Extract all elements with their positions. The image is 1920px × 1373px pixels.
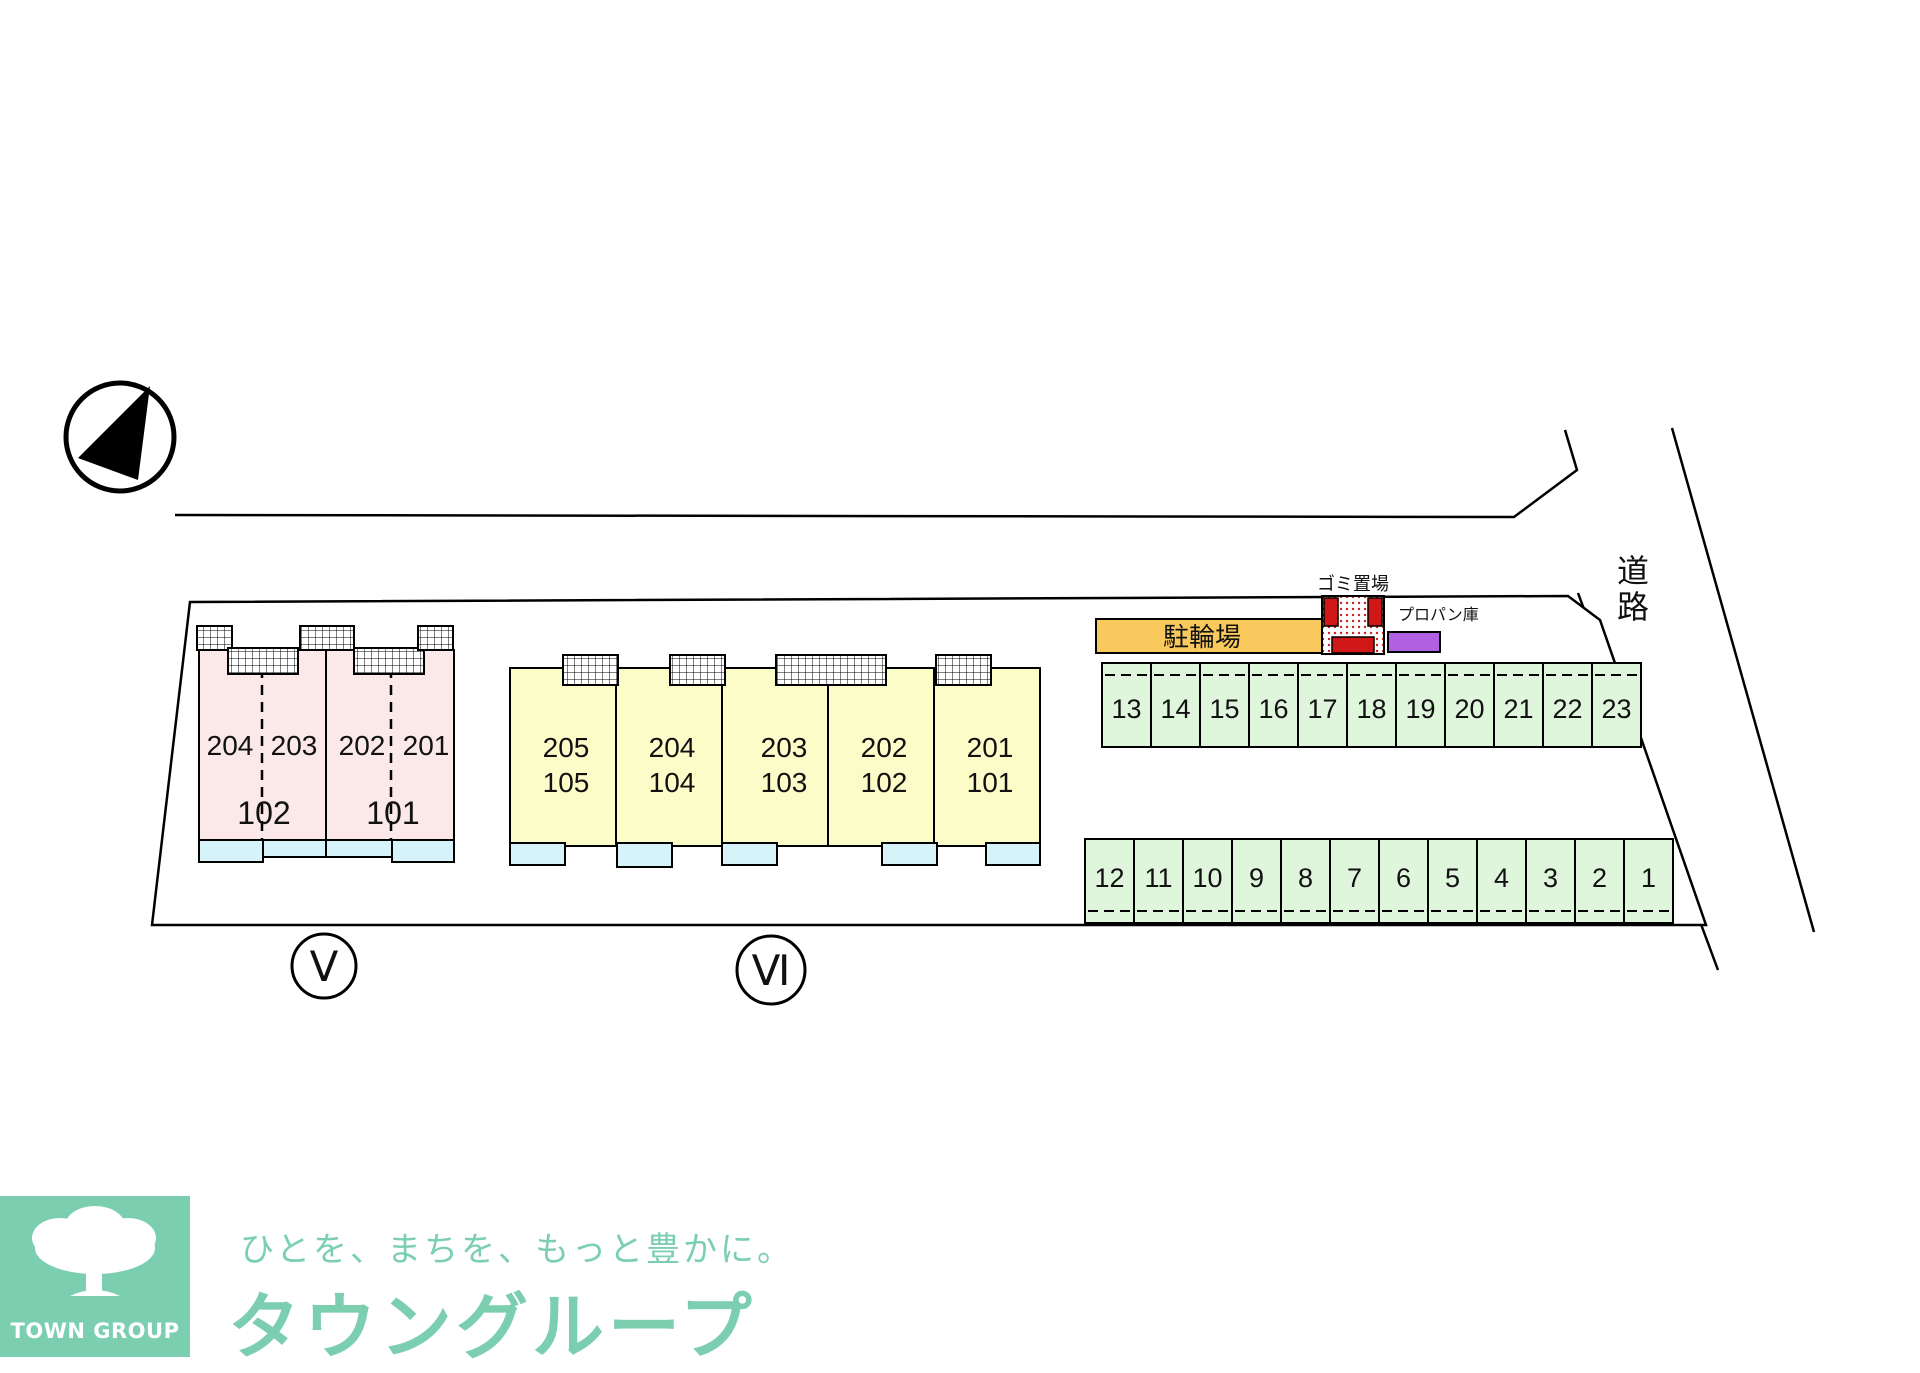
parking-number: 3 bbox=[1543, 863, 1558, 893]
slogan: ひとを、まちを、もっと豊かに。 bbox=[240, 1230, 794, 1270]
parking-number: 9 bbox=[1249, 863, 1264, 893]
parking-number: 18 bbox=[1356, 694, 1386, 724]
unit-label: 203 bbox=[271, 730, 318, 761]
unit-label: 102 bbox=[237, 795, 290, 831]
garbage-label: ゴミ置場 bbox=[1317, 574, 1389, 594]
unit-label: 203 bbox=[761, 732, 808, 763]
parking-number: 14 bbox=[1160, 694, 1190, 724]
parking-number: 20 bbox=[1454, 694, 1484, 724]
parking-row-top: 13 14 15 16 17 18 19 20 21 22 23 bbox=[1101, 662, 1642, 748]
road-label: 道 路 bbox=[1617, 553, 1658, 625]
parking-space bbox=[1623, 838, 1674, 924]
parking-number: 21 bbox=[1503, 694, 1533, 724]
north-arrow-icon bbox=[63, 380, 177, 494]
parking-number: 15 bbox=[1209, 694, 1239, 724]
bicycle-parking-label: 駐輪場 bbox=[1163, 622, 1241, 652]
parking-number: 7 bbox=[1347, 863, 1362, 893]
parking-number: 19 bbox=[1405, 694, 1435, 724]
parking-number: 5 bbox=[1445, 863, 1460, 893]
parking-space bbox=[1476, 838, 1527, 924]
building-v-label: Ⅴ bbox=[310, 943, 339, 990]
parking-number: 8 bbox=[1298, 863, 1313, 893]
unit-label: 103 bbox=[761, 767, 808, 798]
parking-number: 2 bbox=[1592, 863, 1607, 893]
parking-number: 23 bbox=[1601, 694, 1631, 724]
parking-space bbox=[1395, 662, 1446, 748]
parking-space bbox=[1231, 838, 1282, 924]
parking-number: 10 bbox=[1192, 863, 1222, 893]
parking-space bbox=[1493, 662, 1544, 748]
parking-number: 16 bbox=[1258, 694, 1288, 724]
parking-space bbox=[1084, 838, 1135, 924]
unit-label: 204 bbox=[649, 732, 696, 763]
unit-label: 205 bbox=[543, 732, 590, 763]
building-vi-marker: Ⅵ bbox=[735, 934, 807, 1006]
unit-label: 101 bbox=[366, 795, 419, 831]
parking-space bbox=[1427, 838, 1478, 924]
town-group-logo: TOWN GROUP bbox=[0, 1196, 190, 1357]
road-line-outer bbox=[1670, 427, 1816, 933]
building-v-marker: Ⅴ bbox=[290, 932, 358, 1000]
site-boundary-north bbox=[174, 429, 1579, 519]
parking-row-bottom: 12 11 10 9 8 7 6 5 4 3 2 1 bbox=[1084, 838, 1674, 924]
unit-label: 104 bbox=[649, 767, 696, 798]
parking-space bbox=[1199, 662, 1250, 748]
parking-number: 4 bbox=[1494, 863, 1509, 893]
tree-icon bbox=[32, 1206, 156, 1296]
unit-label: 101 bbox=[967, 767, 1014, 798]
building-vi bbox=[509, 654, 1041, 868]
parking-space bbox=[1542, 662, 1593, 748]
parking-space bbox=[1346, 662, 1397, 748]
unit-label: 102 bbox=[861, 767, 908, 798]
parking-number: 6 bbox=[1396, 863, 1411, 893]
unit-label: 202 bbox=[861, 732, 908, 763]
parking-space bbox=[1182, 838, 1233, 924]
parking-number: 11 bbox=[1144, 863, 1172, 893]
parking-space bbox=[1280, 838, 1331, 924]
unit-label: 201 bbox=[967, 732, 1014, 763]
propane-label: プロパン庫 bbox=[1398, 606, 1479, 624]
parking-space bbox=[1378, 838, 1429, 924]
parking-space bbox=[1133, 838, 1184, 924]
parking-space bbox=[1591, 662, 1642, 748]
unit-label: 201 bbox=[403, 730, 450, 761]
brand-name: タウングループ bbox=[228, 1285, 756, 1369]
parking-number: 13 bbox=[1111, 694, 1141, 724]
brand-en: TOWN GROUP bbox=[10, 1319, 180, 1343]
parking-number: 22 bbox=[1552, 694, 1582, 724]
unit-label: 202 bbox=[339, 730, 386, 761]
road-label-char: 路 bbox=[1617, 589, 1649, 625]
parking-number: 12 bbox=[1094, 863, 1124, 893]
building-v bbox=[196, 625, 455, 863]
parking-number: 17 bbox=[1307, 694, 1337, 724]
unit-label: 204 bbox=[207, 730, 254, 761]
parking-space bbox=[1525, 838, 1576, 924]
building-vi-label: Ⅵ bbox=[752, 947, 791, 994]
parking-space bbox=[1101, 662, 1152, 748]
propane-storage: プロパン庫 bbox=[1387, 606, 1479, 653]
parking-space bbox=[1329, 838, 1380, 924]
parking-space bbox=[1574, 838, 1625, 924]
parking-number: 1 bbox=[1641, 863, 1656, 893]
unit-label: 105 bbox=[543, 767, 590, 798]
bicycle-parking: 駐輪場 bbox=[1095, 618, 1323, 654]
garbage-area: ゴミ置場 bbox=[1317, 574, 1389, 655]
